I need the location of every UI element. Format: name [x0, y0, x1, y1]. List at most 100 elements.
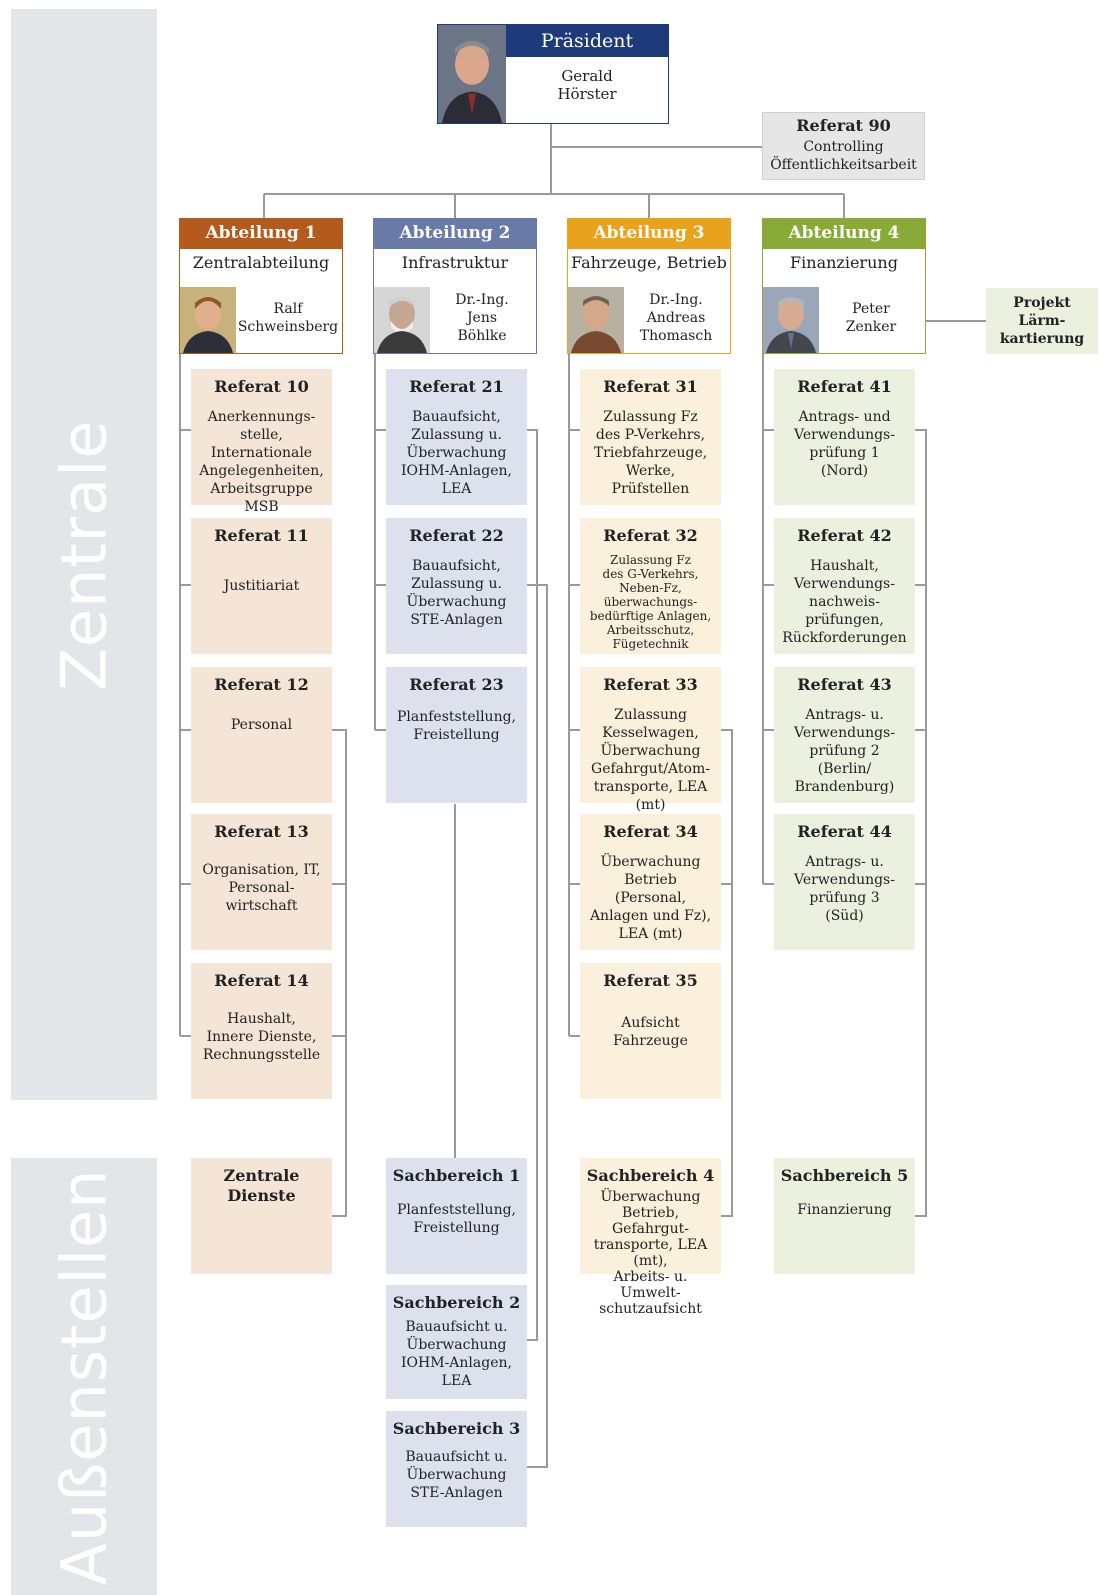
unit-description: Anerkennungs- stelle, Internationale Ang…	[199, 409, 324, 515]
department-subtitle: Finanzierung	[790, 253, 898, 272]
president-box: Präsident Gerald Hörster	[437, 24, 669, 124]
unit-title: Referat 31	[603, 377, 698, 396]
referat-44-box: Referat 44 Antrags- u. Verwendungs- prüf…	[774, 814, 915, 950]
unit-description: Zulassung Kesselwagen, Überwachung Gefah…	[591, 707, 710, 813]
department-head-photo	[374, 287, 430, 353]
unit-description: Haushalt, Innere Dienste, Rechnungsstell…	[202, 1011, 321, 1063]
unit-description: Planfeststellung, Freistellung	[396, 1202, 517, 1236]
department-head-photo	[180, 287, 236, 353]
connector-col2-r22	[527, 584, 548, 1468]
unit-title: Sachbereich 1	[392, 1166, 521, 1185]
sachbereich-4-box: Sachbereich 4 Überwachung Betrieb, Gefah…	[580, 1158, 721, 1317]
department-3: Abteilung 3 Fahrzeuge, Betrieb Dr.-Ing. …	[567, 218, 731, 354]
referat-14-box: Referat 14 Haushalt, Innere Dienste, Rec…	[191, 963, 332, 1099]
referat-22-box: Referat 22 Bauaufsicht, Zulassung u. Übe…	[386, 518, 527, 654]
sachbereich-3-box: Sachbereich 3 Bauaufsicht u. Überwachung…	[386, 1411, 527, 1527]
department-head-name: Dr.-Ing. Jens Böhlke	[455, 292, 509, 344]
department-subtitle: Fahrzeuge, Betrieb	[571, 253, 727, 272]
department-title: Abteilung 4	[763, 219, 925, 249]
referat-31-box: Referat 31 Zulassung Fz des P-Verkehrs, …	[580, 369, 721, 505]
unit-title: Referat 22	[409, 526, 504, 545]
referat-13-box: Referat 13 Organisation, IT, Personal- w…	[191, 814, 332, 950]
unit-title: Sachbereich 5	[780, 1166, 909, 1185]
referat-90-title: Referat 90	[796, 116, 891, 135]
unit-title: Referat 44	[797, 822, 892, 841]
unit-description: Zulassung Fz des P-Verkehrs, Triebfahrze…	[593, 409, 708, 497]
connector-col3-right	[720, 729, 733, 1217]
sachbereich-1-box: Sachbereich 1 Planfeststellung, Freistel…	[386, 1158, 527, 1274]
unit-description: Überwachung Betrieb (Personal, Anlagen u…	[589, 854, 712, 942]
unit-description: Bauaufsicht, Zulassung u. Überwachung IO…	[401, 409, 512, 497]
unit-title: Referat 10	[214, 377, 309, 396]
referat-33-box: Referat 33 Zulassung Kesselwagen, Überwa…	[580, 667, 721, 813]
unit-description: Zulassung Fz des G-Verkehrs, Neben-Fz, ü…	[589, 553, 712, 651]
unit-description: Haushalt, Verwendungs- nachweis- prüfung…	[782, 558, 907, 646]
referat-42-box: Referat 42 Haushalt, Verwendungs- nachwe…	[774, 518, 915, 654]
unit-title: Referat 13	[214, 822, 309, 841]
department-1: Abteilung 1 Zentralabteilung Ralf Schwei…	[179, 218, 343, 354]
unit-description: Bauaufsicht u. Überwachung IOHM-Anlagen,…	[401, 1319, 512, 1389]
unit-description: Justitiariat	[223, 578, 300, 594]
unit-description: Antrags- u. Verwendungs- prüfung 3 (Süd)	[794, 854, 895, 924]
unit-title: Referat 41	[797, 377, 892, 396]
unit-title: Sachbereich 3	[392, 1419, 521, 1438]
department-head-name: Ralf Schweinsberg	[237, 301, 339, 335]
department-head-photo	[763, 287, 819, 353]
unit-title: Referat 11	[214, 526, 309, 545]
referat-11-box: Referat 11 Justitiariat	[191, 518, 332, 654]
department-4: Abteilung 4 Finanzierung Peter Zenker	[762, 218, 926, 354]
unit-title: Referat 33	[603, 675, 698, 694]
project-laermkartierung-box: Projekt Lärm- kartierung	[986, 288, 1098, 354]
president-photo	[438, 25, 506, 123]
referat-34-box: Referat 34 Überwachung Betrieb (Personal…	[580, 814, 721, 950]
department-subtitle: Zentralabteilung	[192, 253, 330, 272]
unit-description: Organisation, IT, Personal- wirtschaft	[202, 862, 321, 914]
unit-title: Referat 32	[603, 526, 698, 545]
connector-col2-r21	[527, 429, 538, 1341]
president-title: Präsident	[506, 25, 668, 57]
unit-title: Sachbereich 2	[392, 1293, 521, 1312]
referat-90-box: Referat 90 Controlling Öffentlichkeitsar…	[762, 112, 925, 180]
zentrale-band: Zentrale	[11, 9, 157, 1100]
department-head-name: Peter Zenker	[845, 301, 897, 335]
unit-title: Referat 21	[409, 377, 504, 396]
unit-description: Finanzierung	[797, 1202, 892, 1218]
president-name: Gerald Hörster	[557, 67, 617, 103]
unit-description: Personal	[230, 717, 293, 733]
connector-col4-right	[915, 429, 927, 1217]
referat-23-box: Referat 23 Planfeststellung, Freistellun…	[386, 667, 527, 803]
unit-description: Überwachung Betrieb, Gefahrgut- transpor…	[593, 1189, 708, 1317]
zentrale-dienste-box: Zentrale Dienste	[191, 1158, 332, 1274]
department-title: Abteilung 3	[568, 219, 730, 249]
unit-title: Referat 35	[603, 971, 698, 990]
unit-description: Antrags- u. Verwendungs- prüfung 2 (Berl…	[794, 707, 895, 795]
unit-title: Referat 34	[603, 822, 698, 841]
department-head-name: Dr.-Ing. Andreas Thomasch	[639, 292, 713, 344]
department-title: Abteilung 2	[374, 219, 536, 249]
department-title: Abteilung 1	[180, 219, 342, 249]
referat-10-box: Referat 10 Anerkennungs- stelle, Interna…	[191, 369, 332, 515]
referat-43-box: Referat 43 Antrags- u. Verwendungs- prüf…	[774, 667, 915, 803]
unit-description: Bauaufsicht u. Überwachung STE-Anlagen	[405, 1449, 508, 1501]
aussenstellen-band: Außenstellen	[11, 1158, 157, 1595]
sachbereich-2-box: Sachbereich 2 Bauaufsicht u. Überwachung…	[386, 1285, 527, 1399]
sachbereich-5-box: Sachbereich 5 Finanzierung	[774, 1158, 915, 1274]
department-head-photo	[568, 287, 624, 353]
referat-32-box: Referat 32 Zulassung Fz des G-Verkehrs, …	[580, 518, 721, 654]
referat-12-box: Referat 12 Personal	[191, 667, 332, 803]
unit-title: Sachbereich 4	[586, 1166, 715, 1185]
unit-title: Zentrale Dienste	[223, 1166, 300, 1205]
unit-description: Antrags- und Verwendungs- prüfung 1 (Nor…	[794, 409, 895, 479]
department-subtitle: Infrastruktur	[401, 253, 509, 272]
referat-90-subtitle: Controlling Öffentlichkeitsarbeit	[770, 139, 917, 173]
unit-description: Bauaufsicht, Zulassung u. Überwachung ST…	[406, 558, 507, 628]
department-2: Abteilung 2 Infrastruktur Dr.-Ing. Jens …	[373, 218, 537, 354]
referat-35-box: Referat 35 Aufsicht Fahrzeuge	[580, 963, 721, 1099]
unit-title: Referat 23	[409, 675, 504, 694]
unit-description: Planfeststellung, Freistellung	[396, 709, 517, 743]
unit-title: Referat 43	[797, 675, 892, 694]
unit-description: Aufsicht Fahrzeuge	[613, 1015, 688, 1049]
referat-21-box: Referat 21 Bauaufsicht, Zulassung u. Übe…	[386, 369, 527, 505]
unit-title: Referat 14	[214, 971, 309, 990]
